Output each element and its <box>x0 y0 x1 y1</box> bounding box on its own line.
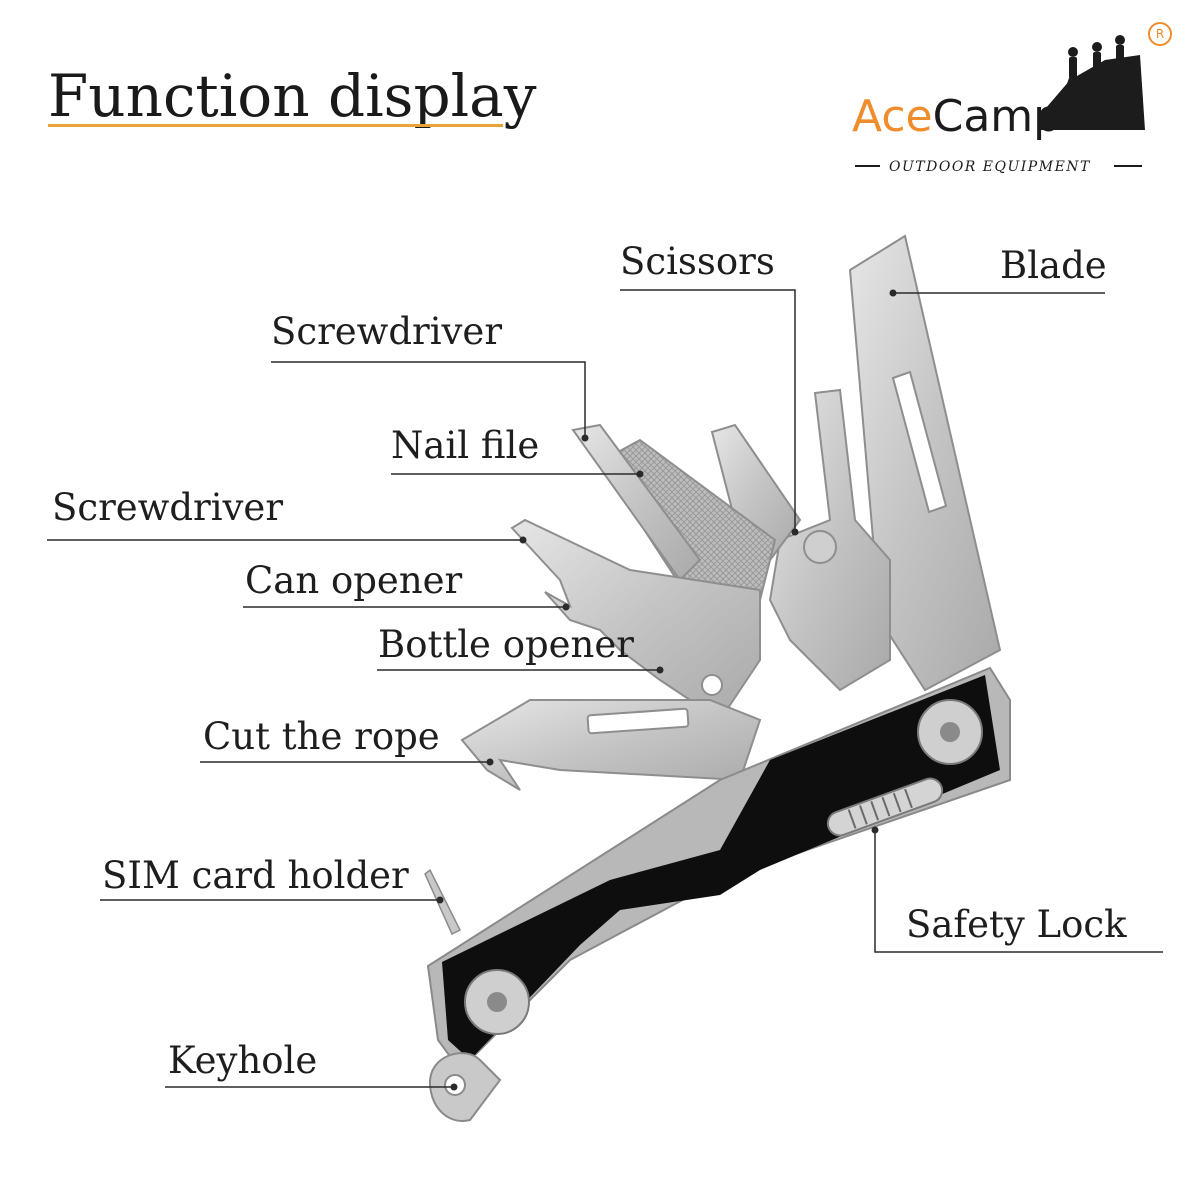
screwdriver-top-tool <box>571 423 702 582</box>
title-underline <box>48 124 503 127</box>
registered-mark-icon: R <box>1148 22 1172 46</box>
label-blade: Blade <box>1000 244 1107 287</box>
label-safety-lock: Safety Lock <box>906 903 1127 946</box>
safety-lock-slider <box>826 777 944 837</box>
label-cut-the-rope: Cut the rope <box>203 715 440 758</box>
label-can-opener: Can opener <box>245 559 463 602</box>
page-title: Function display <box>48 62 537 130</box>
brand-name-camp: Camp <box>932 91 1062 142</box>
label-keyhole: Keyhole <box>168 1039 318 1082</box>
brand-name: AceCamp <box>852 95 1061 139</box>
label-screwdriver-mid: Screwdriver <box>52 486 284 529</box>
brand-name-ace: Ace <box>852 91 933 142</box>
label-screwdriver-top: Screwdriver <box>271 310 503 353</box>
label-nail-file: Nail file <box>391 424 540 467</box>
handle-scale <box>442 675 1000 1060</box>
label-bottle-opener: Bottle opener <box>378 623 634 666</box>
label-scissors: Scissors <box>620 240 775 283</box>
leader-lines <box>47 289 1163 1088</box>
brand-tagline: OUTDOOR EQUIPMENT <box>889 159 1091 175</box>
label-sim-card-holder: SIM card holder <box>102 854 409 897</box>
